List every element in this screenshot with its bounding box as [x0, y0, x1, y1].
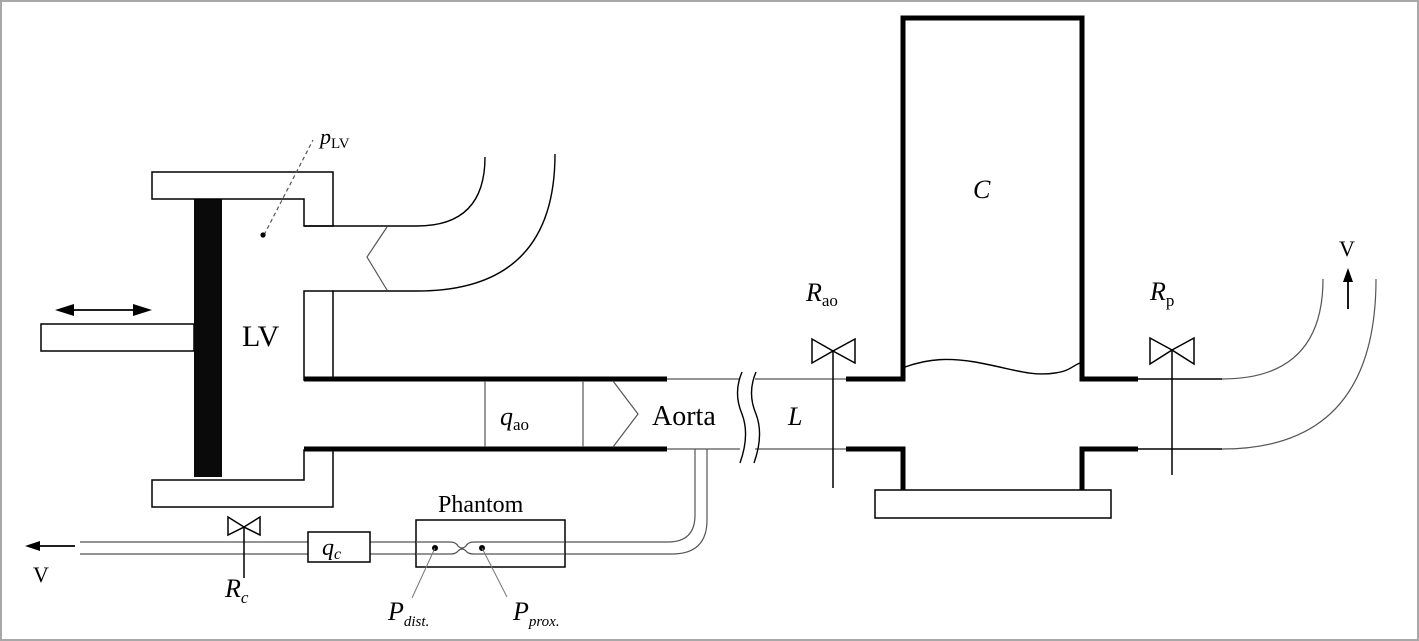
label-l: L [787, 402, 802, 431]
outflow-tube [1138, 268, 1377, 450]
bidirectional-arrow-icon [55, 304, 152, 316]
p-dist-pointer [411, 547, 436, 599]
fluid-level [904, 358, 1081, 375]
aorta-tube [304, 371, 846, 464]
label-r-ao: Rao [805, 278, 838, 310]
lv-bottom-wall [151, 449, 334, 508]
valve-r-p [1149, 336, 1195, 475]
p-lv-pointer [263, 139, 314, 236]
lv-right-wall [303, 290, 334, 381]
piston-plate [194, 197, 222, 477]
inflow-tube [304, 153, 556, 292]
p-prox-pointer [481, 547, 508, 598]
arrow-left-icon [25, 541, 75, 551]
flow-meter-c [307, 531, 371, 563]
label-q-ao: qao [500, 402, 529, 434]
label-p-prox: Pprox. [512, 597, 560, 630]
lv-top-wall [151, 171, 334, 227]
label-r-c: Rc [224, 574, 249, 607]
label-phantom: Phantom [438, 492, 524, 518]
label-v-right: V [1339, 236, 1355, 261]
p-lv-tap-dot [260, 232, 266, 238]
label-q-c: qc [322, 535, 341, 563]
compliance-chamber [846, 15, 1138, 519]
label-lv: LV [242, 320, 280, 353]
valve-r-c [227, 515, 261, 578]
chamber-upper-wall [846, 15, 1138, 382]
coronary-tube [25, 449, 708, 555]
phantom [411, 519, 566, 599]
aortic-valve [612, 380, 639, 448]
valve-r-ao [811, 337, 856, 488]
break-symbol-right [750, 371, 761, 464]
label-c: C [973, 175, 991, 204]
arrow-up-icon [1343, 268, 1353, 309]
label-r-p: Rp [1149, 277, 1174, 310]
label-aorta: Aorta [652, 401, 716, 432]
chamber-base [874, 489, 1112, 519]
break-symbol-left [736, 371, 747, 464]
piston-rod [40, 323, 195, 352]
label-p-lv: pLV [318, 124, 350, 152]
piston [40, 197, 222, 477]
mitral-valve [366, 226, 388, 291]
label-v-left: V [33, 562, 49, 587]
label-p-dist: Pdist. [387, 597, 429, 630]
